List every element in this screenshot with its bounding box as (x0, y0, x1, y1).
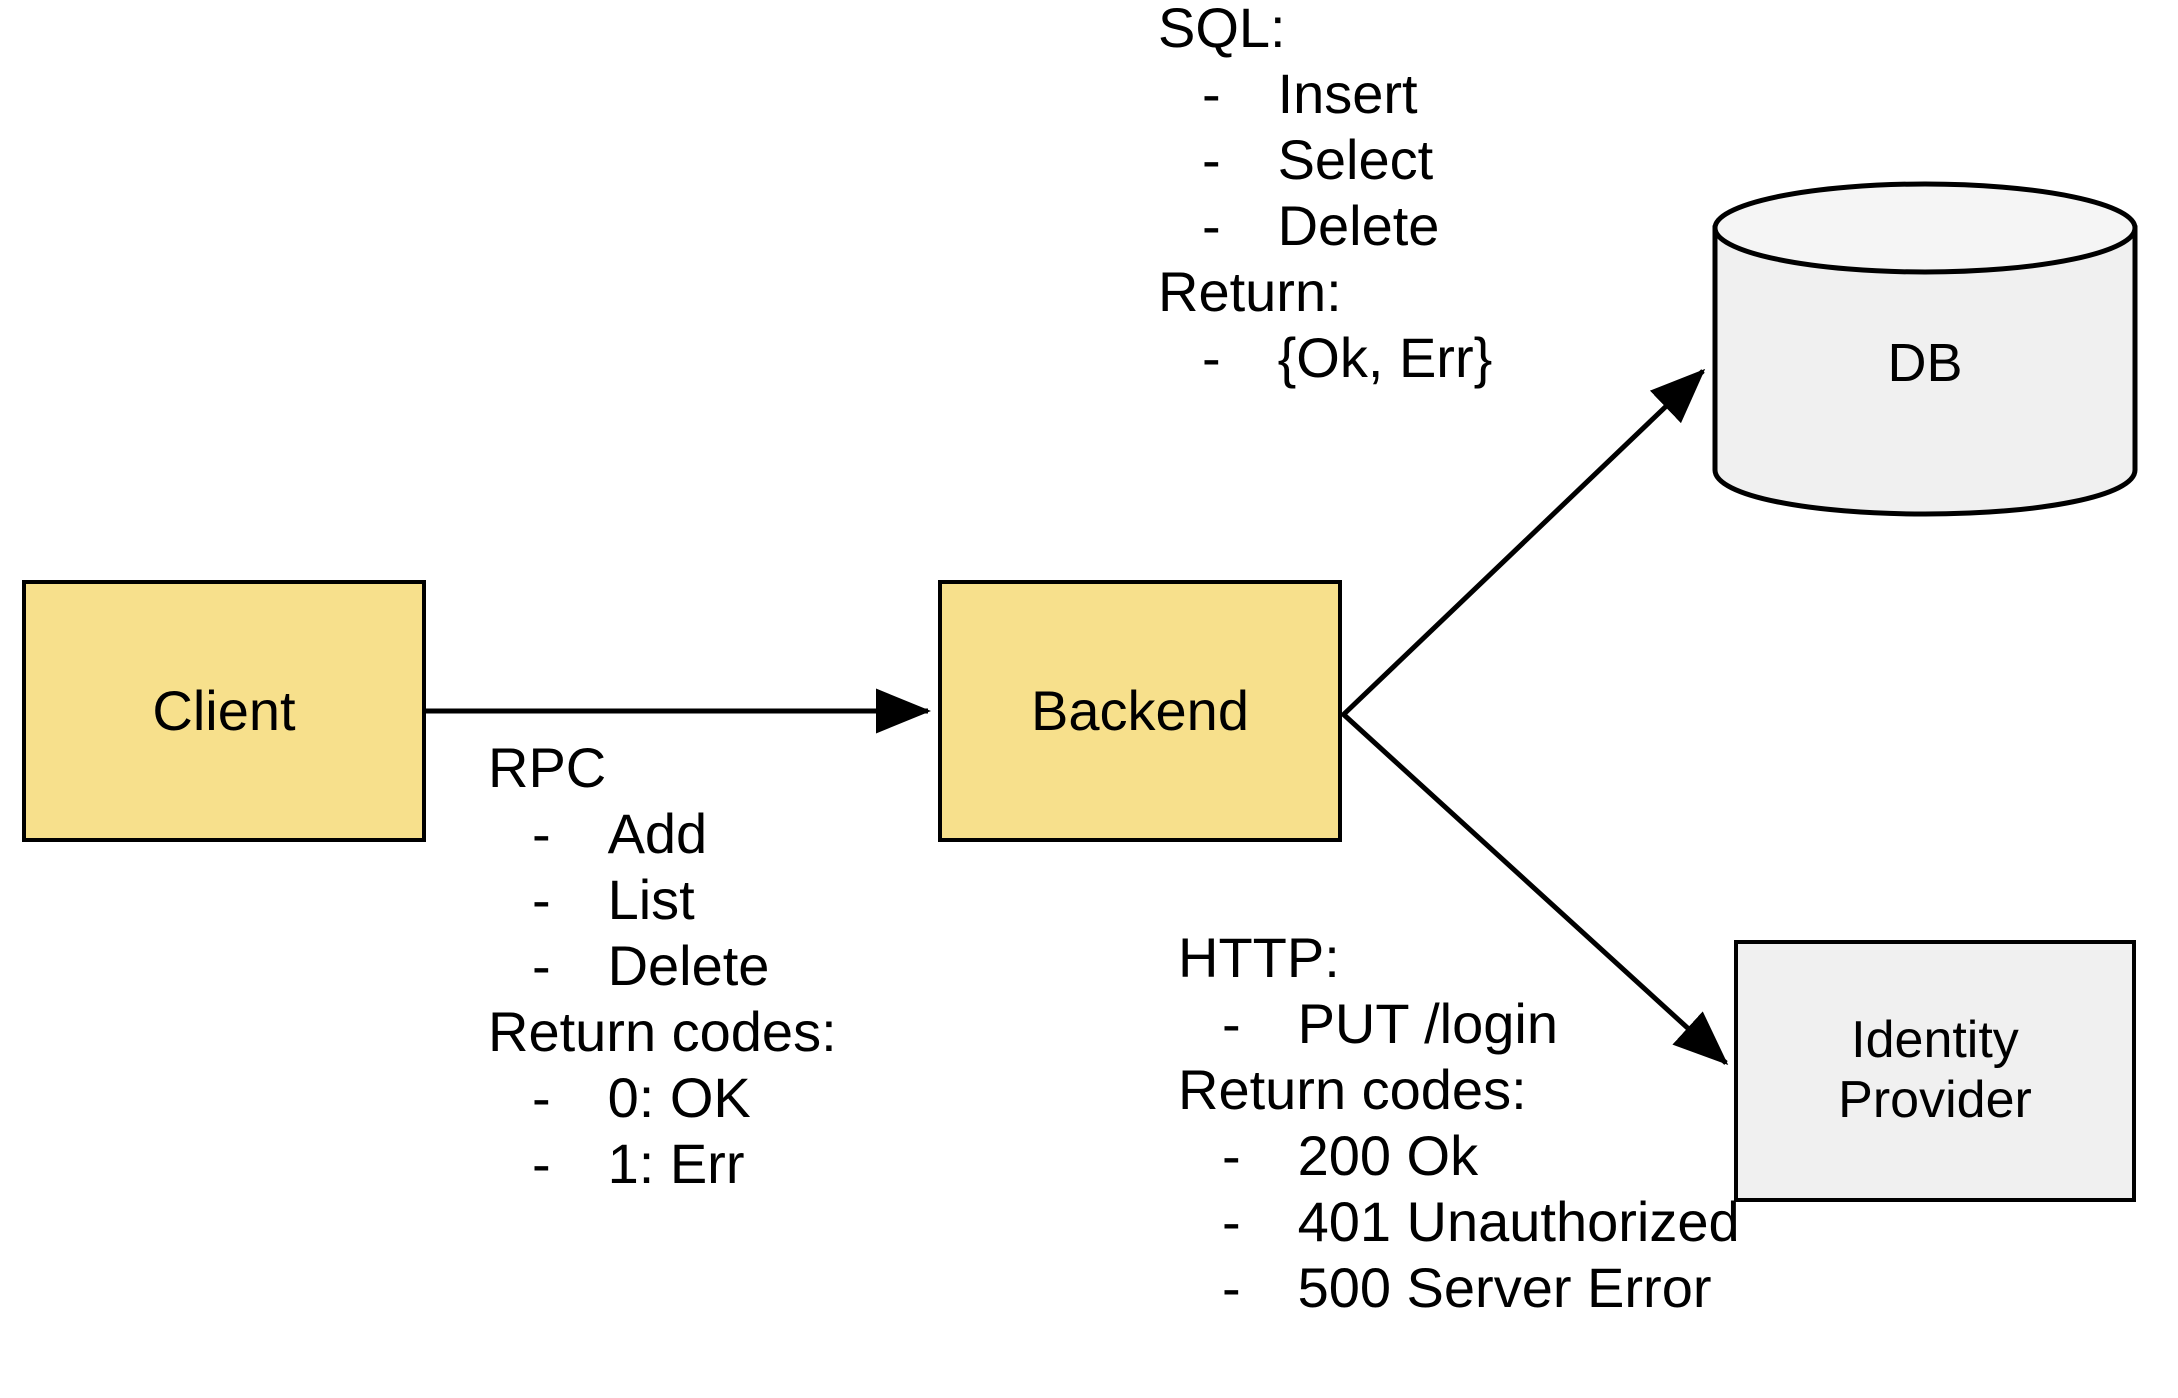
bullet-dash: - (1202, 194, 1221, 257)
annotation-rpc-returns-heading: Return codes: (488, 1000, 837, 1063)
annotation-http-returns-heading: Return codes: (1178, 1058, 1527, 1121)
annotation-http-return-item: - 401 Unauthorized (1178, 1190, 1740, 1256)
bullet-dash: - (1222, 1190, 1241, 1253)
bullet-dash: - (1222, 992, 1241, 1055)
annotation-sql-item-label: Insert (1277, 62, 1418, 125)
annotation-rpc-item: - List (488, 868, 837, 934)
annotation-rpc: RPC - Add - List - Delete Return codes: … (488, 736, 837, 1198)
node-identity-provider-label-line2: Provider (1838, 1071, 2032, 1129)
node-db-label: DB (1887, 332, 1963, 393)
node-client-label: Client (152, 678, 296, 742)
annotation-sql-heading: SQL: (1158, 0, 1286, 59)
bullet-dash: - (1202, 128, 1221, 191)
node-db[interactable]: DB (1712, 180, 2138, 518)
node-identity-provider[interactable]: Identity Provider (1734, 940, 2136, 1202)
bullet-dash: - (532, 1066, 551, 1129)
annotation-http-return-item: - 200 Ok (1178, 1124, 1740, 1190)
annotation-sql-return-label: {Ok, Err} (1277, 326, 1493, 389)
annotation-rpc-item-label: Add (607, 802, 708, 865)
annotation-http-heading: HTTP: (1178, 926, 1340, 989)
annotation-rpc-item-label: List (607, 868, 695, 931)
annotation-http-item: - PUT /login (1178, 992, 1740, 1058)
annotation-http-return-label: 200 Ok (1297, 1124, 1479, 1187)
node-identity-provider-label-group: Identity Provider (1838, 1011, 2032, 1131)
node-backend-label: Backend (1031, 678, 1249, 742)
annotation-sql-returns-heading: Return: (1158, 260, 1342, 323)
annotation-rpc-heading: RPC (488, 736, 607, 799)
bullet-dash: - (532, 802, 551, 865)
database-cylinder-icon (1712, 181, 2138, 517)
annotation-rpc-return-item: - 0: OK (488, 1066, 837, 1132)
bullet-dash: - (1202, 326, 1221, 389)
annotation-rpc-return-label: 1: Err (607, 1132, 745, 1195)
node-backend[interactable]: Backend (938, 580, 1342, 842)
annotation-http-return-label: 401 Unauthorized (1297, 1190, 1740, 1253)
bullet-dash: - (532, 1132, 551, 1195)
annotation-rpc-return-item: - 1: Err (488, 1132, 837, 1198)
annotation-http: HTTP: - PUT /login Return codes: - 200 O… (1178, 926, 1740, 1322)
annotation-http-return-label: 500 Server Error (1297, 1256, 1712, 1319)
annotation-sql-return-item: - {Ok, Err} (1158, 326, 1492, 392)
annotation-sql-item: - Delete (1158, 194, 1492, 260)
node-identity-provider-label-line1: Identity (1851, 1011, 2019, 1070)
annotation-rpc-item-label: Delete (607, 934, 770, 997)
annotation-sql-item-label: Select (1277, 128, 1434, 191)
annotation-rpc-return-label: 0: OK (607, 1066, 751, 1129)
edge-backend-to-db (1340, 368, 1706, 718)
annotation-http-return-item: - 500 Server Error (1178, 1256, 1740, 1322)
annotation-sql-item-label: Delete (1277, 194, 1440, 257)
annotation-sql-item: - Select (1158, 128, 1492, 194)
annotation-sql-item: - Insert (1158, 62, 1492, 128)
annotation-rpc-item: - Delete (488, 934, 837, 1000)
node-client[interactable]: Client (22, 580, 426, 842)
bullet-dash: - (1222, 1124, 1241, 1187)
annotation-rpc-item: - Add (488, 802, 837, 868)
bullet-dash: - (532, 934, 551, 997)
bullet-dash: - (1222, 1256, 1241, 1319)
annotation-sql: SQL: - Insert - Select - Delete Return: … (1158, 0, 1492, 392)
bullet-dash: - (532, 868, 551, 931)
annotation-http-item-label: PUT /login (1297, 992, 1558, 1055)
bullet-dash: - (1202, 62, 1221, 125)
